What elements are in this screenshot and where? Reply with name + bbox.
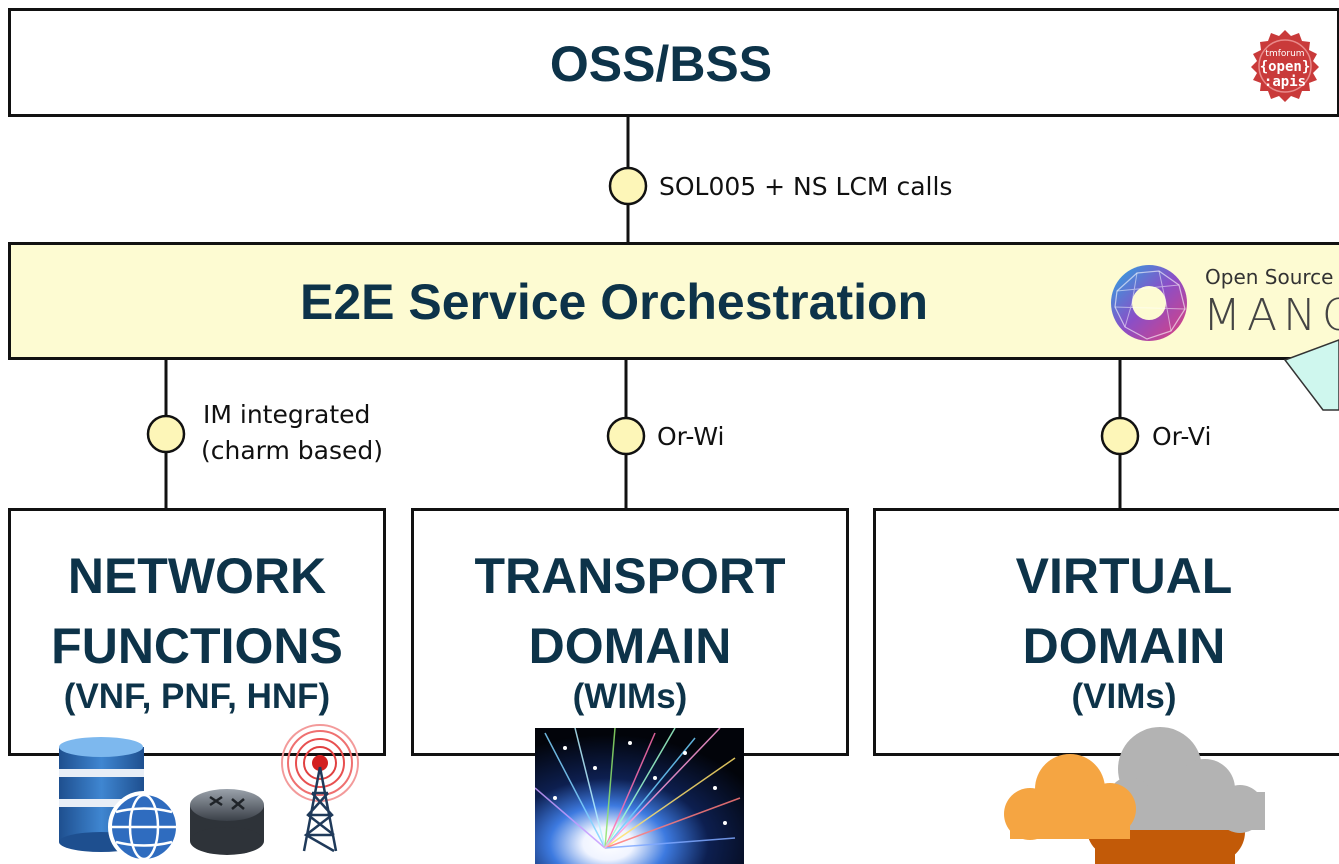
domain-line2: DOMAIN — [528, 618, 732, 674]
database-globe-icon — [59, 737, 180, 863]
domain-sub: (VIMs) — [1071, 677, 1177, 716]
transport-domain-box: TRANSPORT DOMAIN (WIMs) — [411, 508, 849, 756]
transport-interface-label: Or-Wi — [657, 422, 725, 451]
transport-interface-circle — [606, 416, 646, 456]
orchestration-box: E2E Service Orchestration — [8, 242, 1339, 360]
svg-text::apis: :apis — [1264, 74, 1306, 90]
northbound-interface-label: SOL005 + NS LCM calls — [659, 172, 953, 201]
osm-logo-line1: Open Source — [1205, 265, 1334, 289]
domain-sub: (WIMs) — [572, 677, 688, 716]
fiber-optics-image — [535, 728, 744, 864]
tmforum-open-api-badge: tmforum {open} :apis — [1251, 30, 1319, 102]
radio-tower-icon — [281, 724, 359, 853]
oss-bss-box: OSS/BSS — [8, 8, 1339, 117]
domain-line2: FUNCTIONS — [51, 618, 343, 674]
orchestration-title: E2E Service Orchestration — [300, 274, 929, 330]
network-functions-box: NETWORK FUNCTIONS (VNF, PNF, HNF) — [8, 508, 386, 756]
svg-text:{open}: {open} — [1260, 59, 1311, 75]
virtual-domain-box: VIRTUAL DOMAIN (VIMs) — [873, 508, 1339, 756]
nf-interface-label-line1: IM integrated — [203, 400, 371, 429]
domain-line1: TRANSPORT — [474, 548, 786, 604]
domain-line2: DOMAIN — [1022, 618, 1226, 674]
router-icon — [190, 789, 264, 855]
svg-text:tmforum: tmforum — [1265, 49, 1304, 59]
domain-sub: (VNF, PNF, HNF) — [63, 677, 331, 716]
osm-logo-icon — [1111, 265, 1187, 341]
nf-interface-circle — [146, 414, 186, 454]
oss-bss-title: OSS/BSS — [549, 36, 773, 92]
domain-line1: NETWORK — [67, 548, 327, 604]
cloud-cluster-icon — [1004, 727, 1265, 864]
virtual-interface-circle — [1100, 416, 1140, 456]
virtual-interface-label: Or-Vi — [1152, 422, 1212, 451]
north-interface-circle — [608, 166, 648, 206]
domain-line1: VIRTUAL — [1015, 548, 1233, 604]
nf-interface-label-line2: (charm based) — [201, 436, 384, 465]
osm-logo-line2: MANO — [1203, 290, 1339, 341]
